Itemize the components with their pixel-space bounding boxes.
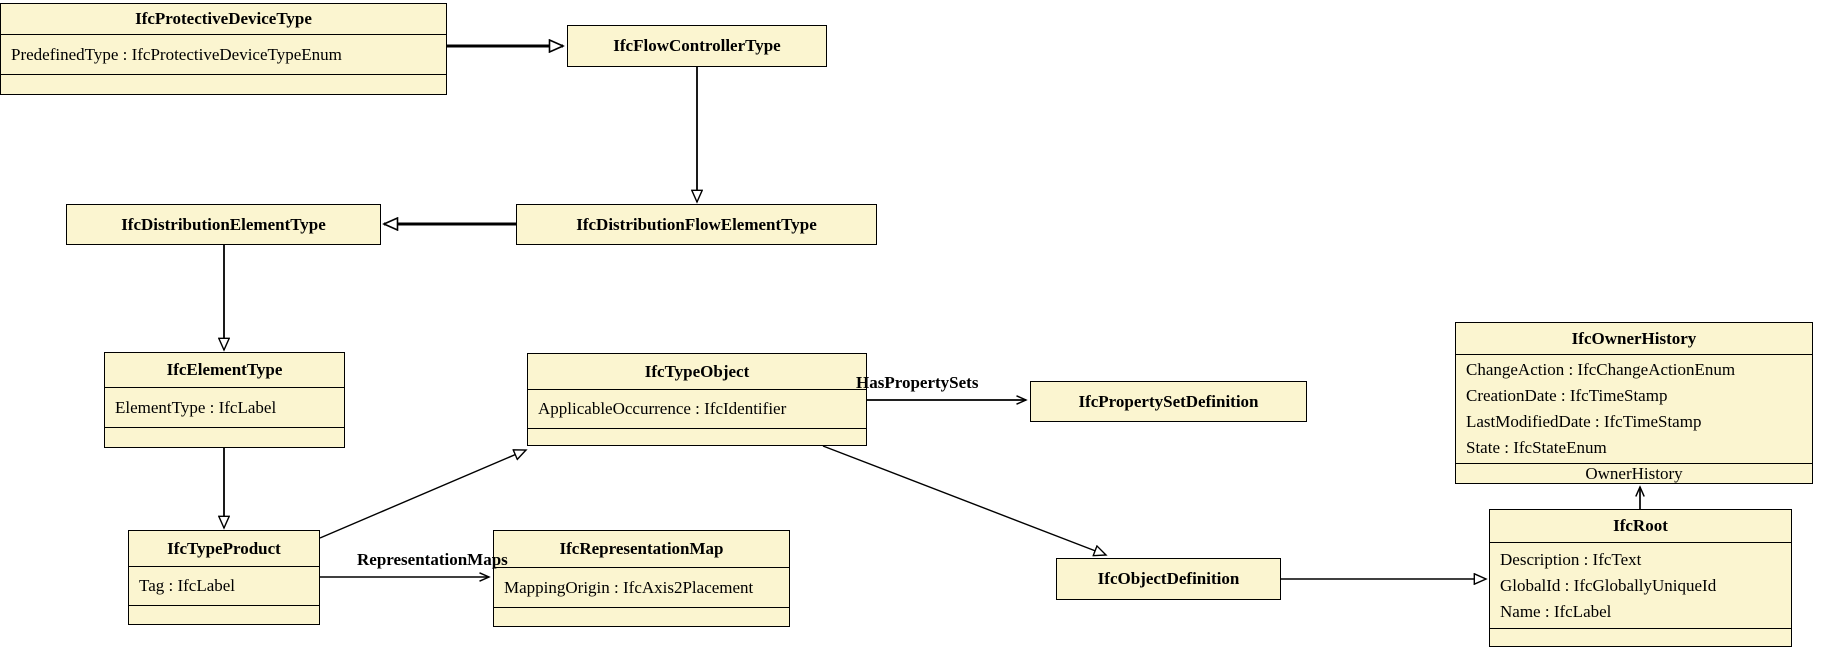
class-footer [1490,628,1791,646]
class-attribute: ChangeAction : IfcChangeActionEnum [1466,360,1736,379]
class-footer [528,428,866,445]
class-title: IfcDistributionFlowElementType [576,214,817,234]
class-attributes: Tag : IfcLabel [129,566,319,605]
class-title: IfcRoot [1613,516,1668,535]
class-title: IfcDistributionElementType [121,214,326,234]
class-box-ifcdistributionflowelementtype[interactable]: IfcDistributionFlowElementType [516,204,877,245]
class-box-ifcroot[interactable]: IfcRoot Description : IfcText GlobalId :… [1489,509,1792,647]
class-box-ifcelementtype[interactable]: IfcElementType ElementType : IfcLabel [104,352,345,448]
class-title: IfcProtectiveDeviceType [135,9,312,28]
class-attribute: MappingOrigin : IfcAxis2Placement [504,577,754,597]
class-attribute: ElementType : IfcLabel [115,397,277,417]
class-box-ifcflowcontrollertype[interactable]: IfcFlowControllerType [567,25,827,67]
class-box-ifctypeproduct[interactable]: IfcTypeProduct Tag : IfcLabel [128,530,320,625]
class-attributes: PredefinedType : IfcProtectiveDeviceType… [1,34,446,74]
class-box-ifcownerhistory[interactable]: IfcOwnerHistory ChangeAction : IfcChange… [1455,322,1813,484]
class-box-ifcdistributionelementtype[interactable]: IfcDistributionElementType [66,204,381,245]
class-attribute: State : IfcStateEnum [1466,438,1607,457]
class-attribute: Description : IfcText [1500,549,1642,569]
class-title: IfcOwnerHistory [1571,328,1697,348]
class-title: IfcElementType [166,360,283,379]
class-attribute: Tag : IfcLabel [139,576,236,595]
class-box-ifcobjectdefinition[interactable]: IfcObjectDefinition [1056,558,1281,600]
class-attribute: PredefinedType : IfcProtectiveDeviceType… [11,44,342,64]
class-attribute: LastModifiedDate : IfcTimeStamp [1466,412,1702,431]
class-attribute: GlobalId : IfcGloballyUniqueId [1500,575,1717,595]
class-attributes: Description : IfcText GlobalId : IfcGlob… [1490,542,1791,628]
class-box-ifcpropertysetdefinition[interactable]: IfcPropertySetDefinition [1030,381,1307,422]
class-attribute: CreationDate : IfcTimeStamp [1466,386,1668,405]
class-box-ifcrepresentationmap[interactable]: IfcRepresentationMap MappingOrigin : Ifc… [493,530,790,627]
class-attribute: ApplicableOccurrence : IfcIdentifier [538,399,787,418]
class-attributes: ChangeAction : IfcChangeActionEnum Creat… [1456,354,1812,463]
class-title: IfcPropertySetDefinition [1078,391,1259,411]
class-title: IfcTypeProduct [167,538,281,558]
class-attributes: ElementType : IfcLabel [105,387,344,427]
class-footer [105,427,344,447]
edge-label-representationmaps: RepresentationMaps [357,550,508,569]
class-box-ifcprotectivedevicetype[interactable]: IfcProtectiveDeviceType PredefinedType :… [0,3,447,95]
class-footer [1,74,446,94]
class-attributes: MappingOrigin : IfcAxis2Placement [494,567,789,607]
class-title: IfcRepresentationMap [559,539,724,558]
owner-history-role-label: OwnerHistory [1456,463,1812,484]
class-title: IfcObjectDefinition [1097,569,1240,588]
class-attributes: ApplicableOccurrence : IfcIdentifier [528,389,866,428]
class-attribute: Name : IfcLabel [1500,601,1612,621]
class-box-ifctypeobject[interactable]: IfcTypeObject ApplicableOccurrence : Ifc… [527,353,867,446]
class-title: IfcFlowControllerType [613,36,781,55]
class-footer [494,607,789,626]
edge-label-haspropertysets: HasPropertySets [856,373,979,392]
class-title: IfcTypeObject [644,361,750,381]
class-footer [129,605,319,624]
